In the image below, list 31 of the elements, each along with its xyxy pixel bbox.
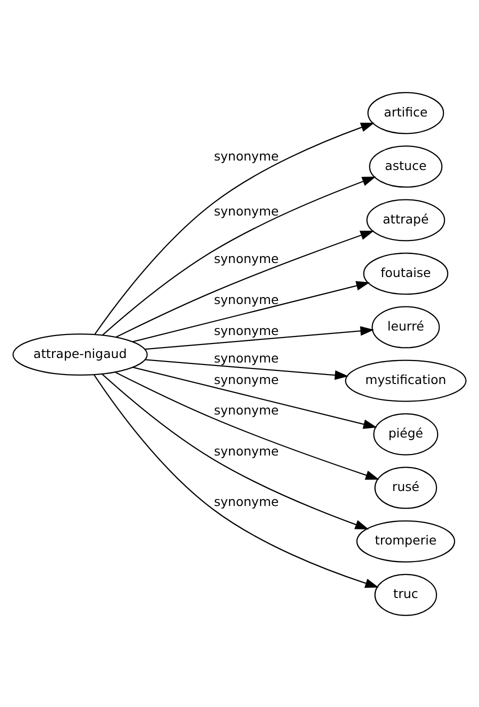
node-ellipse: astuce: [369, 145, 442, 188]
arrow: [115, 371, 380, 480]
arrow: [94, 122, 375, 334]
node-ellipse: truc: [374, 573, 438, 616]
arrow: [102, 176, 376, 336]
arrow: [132, 280, 370, 342]
arrow: [145, 326, 374, 350]
node-ellipse: artifice: [367, 91, 444, 134]
node-ellipse: attrape-nigaud: [12, 333, 148, 376]
node-ellipse: foutaise: [363, 252, 448, 294]
node-ellipse: leurré: [372, 306, 440, 348]
node-ellipse: rusé: [374, 466, 438, 508]
edge-label: synonyme: [214, 371, 279, 386]
edge-label: synonyme: [214, 292, 279, 307]
edge-label: synonyme: [214, 443, 279, 458]
arrow: [116, 230, 374, 338]
edge-label: synonyme: [214, 493, 279, 508]
node-ellipse: attrapé: [366, 198, 446, 241]
arrow: [94, 374, 379, 588]
arrow: [102, 373, 369, 529]
edge-label: synonyme: [214, 202, 279, 218]
arrow: [132, 366, 378, 428]
node-ellipse: piégé: [373, 412, 438, 455]
edge-label: synonyme: [214, 402, 279, 418]
arrow: [145, 358, 349, 380]
edge-label: synonyme: [214, 322, 279, 338]
node-ellipse: mystification: [344, 359, 466, 402]
node-ellipse: tromperie: [356, 520, 456, 562]
edge-label: synonyme: [214, 250, 279, 266]
edge-label: synonyme: [214, 148, 279, 164]
edge-label: synonyme: [214, 350, 279, 365]
